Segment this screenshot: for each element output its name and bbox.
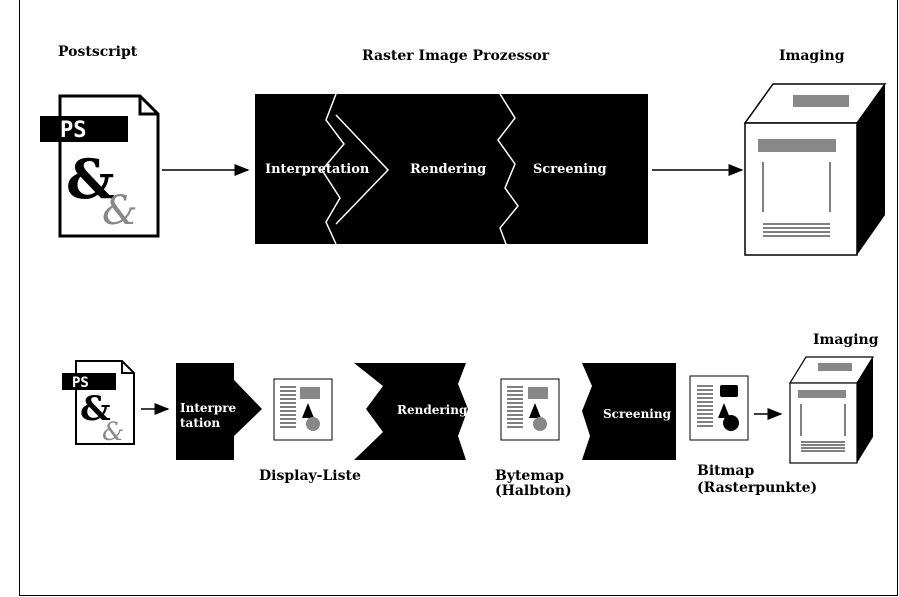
bytemap-label: Bytemap <box>495 468 565 484</box>
bytemap-sublabel: (Halbton) <box>495 483 572 499</box>
bottom-stage-interpretation-1: Interpre <box>180 401 237 415</box>
postscript-file-icon-small: PS & & <box>62 360 135 446</box>
imagesetter-icon <box>743 83 887 256</box>
bitmap-label: Bitmap <box>697 463 755 479</box>
svg-text:PS: PS <box>72 375 89 391</box>
rip-block <box>255 93 648 245</box>
stage-screening: Screening <box>533 162 607 177</box>
diagram-frame <box>19 0 898 596</box>
interpretation-block <box>176 363 262 460</box>
svg-text:&: & <box>66 147 115 211</box>
screening-block <box>582 363 676 460</box>
svg-text:&: & <box>102 188 138 234</box>
imaging-label-bottom: Imaging <box>813 332 879 348</box>
postscript-label: Postscript <box>58 44 138 60</box>
display-liste-label: Display-Liste <box>259 468 361 484</box>
stage-interpretation: Interpretation <box>265 162 370 177</box>
bottom-stage-rendering: Rendering <box>397 403 468 417</box>
svg-text:PS: PS <box>60 118 87 143</box>
postscript-file-icon: PS & & <box>40 94 160 238</box>
svg-text:&: & <box>102 417 124 446</box>
svg-text:&: & <box>80 389 111 429</box>
display-list-doc-icon <box>273 378 333 441</box>
bitmap-doc-icon <box>689 375 749 441</box>
rendering-block <box>354 363 468 460</box>
rip-title: Raster Image Prozessor <box>362 48 550 64</box>
bottom-stage-interpretation-2: tation <box>180 416 221 430</box>
imaging-label-top: Imaging <box>779 48 845 64</box>
bottom-stage-screening: Screening <box>603 407 671 421</box>
stage-rendering: Rendering <box>410 162 487 177</box>
bitmap-sublabel: (Rasterpunkte) <box>697 480 818 496</box>
bytemap-doc-icon <box>500 378 560 441</box>
imagesetter-icon-small <box>788 356 875 464</box>
